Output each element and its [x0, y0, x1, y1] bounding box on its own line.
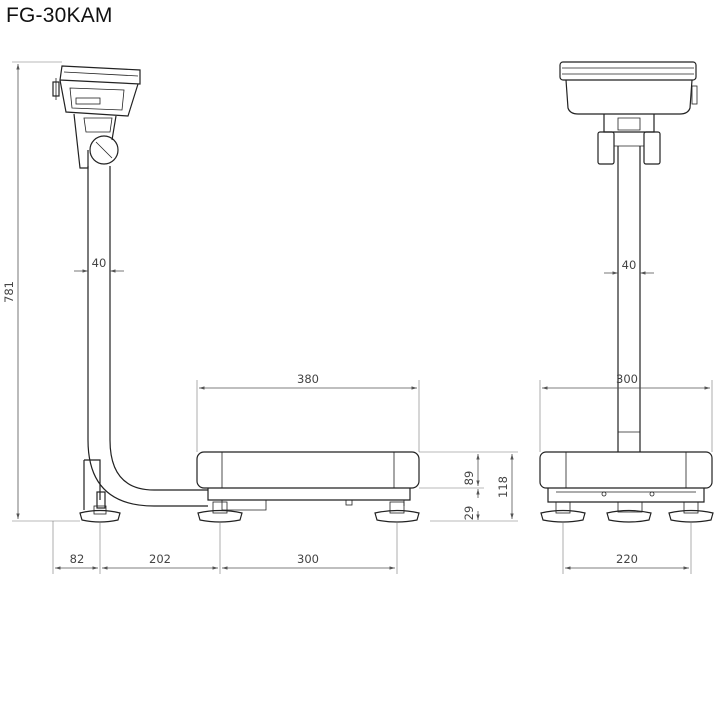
side-display-head — [52, 65, 141, 117]
side-platform — [196, 451, 420, 511]
front-view: 40 300 220 — [539, 61, 714, 574]
label-foot-span-front: 220 — [616, 552, 638, 566]
label-platform-depth: 380 — [297, 372, 319, 386]
front-platform — [539, 451, 713, 513]
dim-side-bottom: 82 202 300 — [52, 521, 398, 574]
dim-platform-width: 300 — [539, 372, 713, 452]
label-pole-to-foot: 202 — [149, 552, 171, 566]
label-foot-height: 29 — [462, 506, 476, 521]
front-pole-bracket — [597, 114, 661, 165]
dim-pole-width-side: 40 — [74, 256, 124, 273]
side-view: 781 40 380 89 118 29 — [2, 61, 518, 574]
front-foot-center — [606, 509, 652, 523]
dim-platform-depth: 380 — [196, 372, 420, 452]
front-foot-left — [540, 501, 586, 523]
front-pole — [617, 146, 641, 452]
label-pole-width-side: 40 — [92, 256, 107, 270]
side-foot-front-right — [374, 501, 420, 523]
dim-foot-span-front: 220 — [562, 521, 692, 574]
label-platform-height: 89 — [462, 471, 476, 486]
dim-pole-width-front: 40 — [604, 258, 654, 275]
label-pole-width-front: 40 — [622, 258, 637, 272]
label-platform-width: 300 — [616, 372, 638, 386]
label-overall-height: 781 — [2, 281, 16, 303]
label-foot-span-side: 300 — [297, 552, 319, 566]
side-pole — [83, 166, 208, 510]
dim-platform-heights: 89 118 29 — [419, 451, 518, 522]
front-foot-right — [668, 501, 714, 523]
front-display-head — [559, 61, 698, 115]
side-pole-bracket — [73, 113, 119, 169]
label-base-height: 118 — [496, 476, 510, 498]
dim-overall-height: 781 — [2, 61, 80, 522]
label-rear-offset: 82 — [70, 552, 85, 566]
model-title: FG-30KAM — [6, 4, 113, 27]
side-foot-rear — [79, 505, 121, 523]
side-foot-front-left — [197, 501, 243, 523]
